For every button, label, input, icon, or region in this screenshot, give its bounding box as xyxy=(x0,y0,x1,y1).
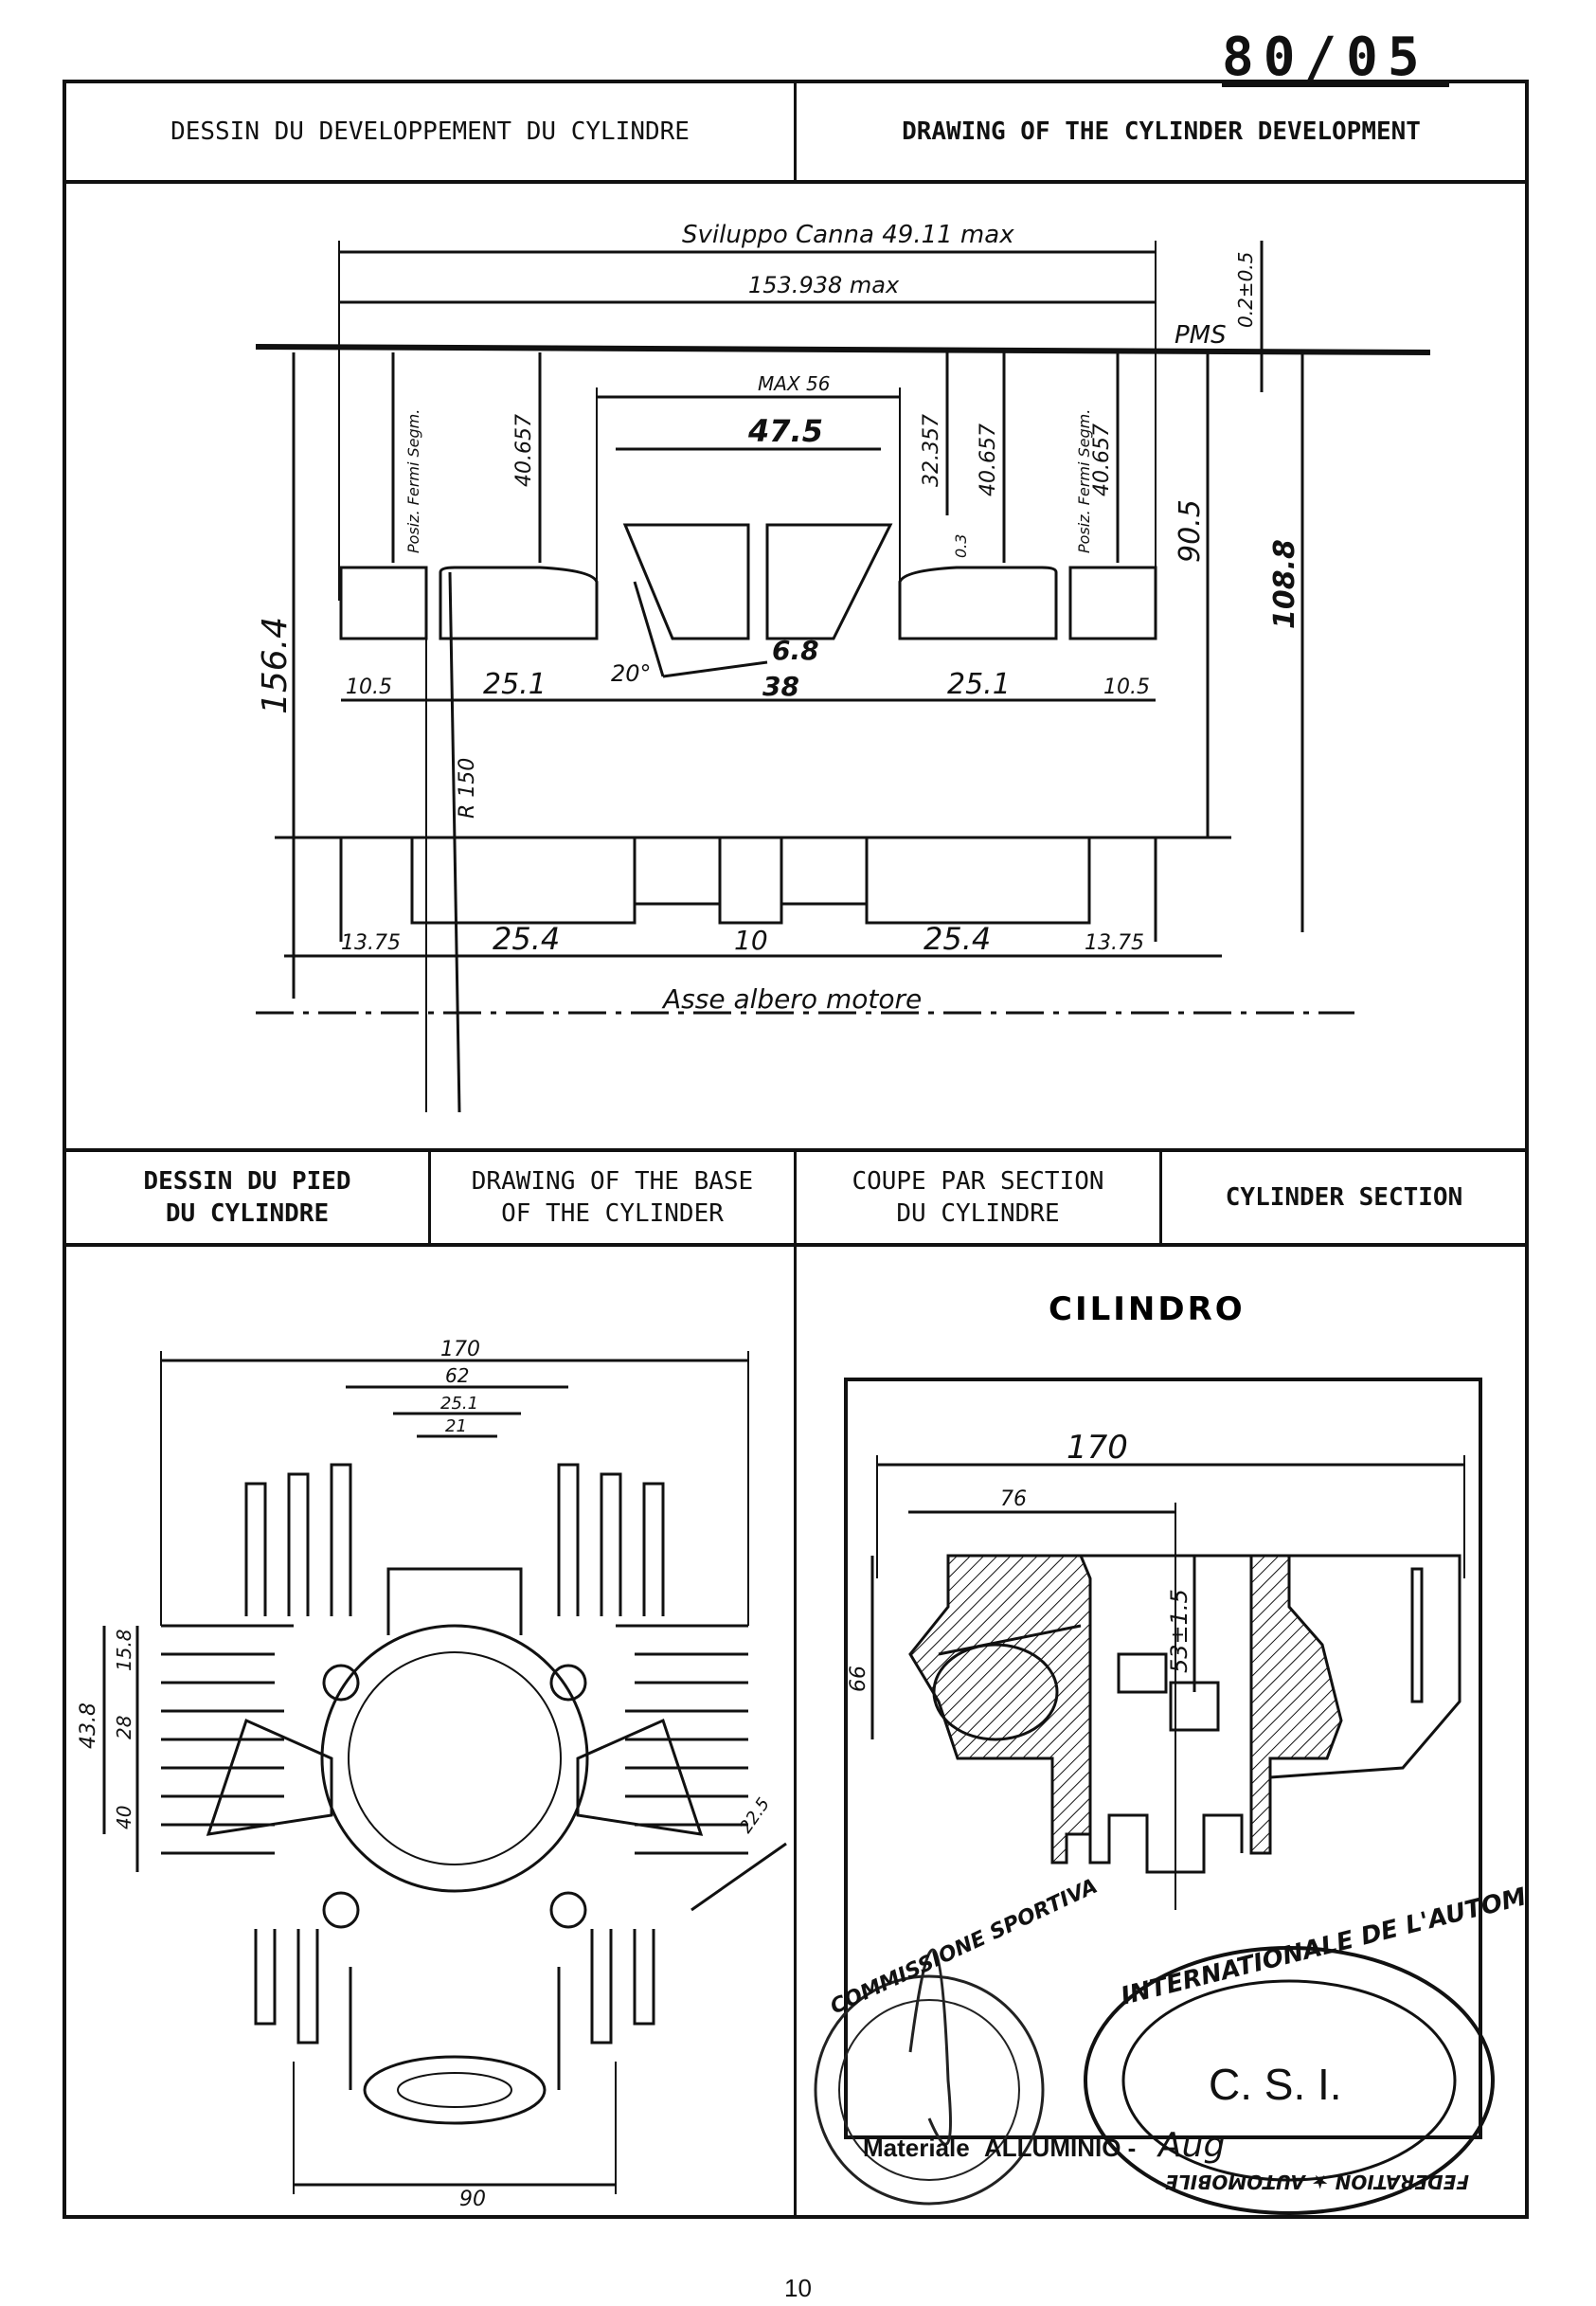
dev-38: 38 xyxy=(762,671,799,702)
base-label-en: DRAWING OF THE BASE OF THE CYLINDER xyxy=(431,1152,794,1243)
page-reference: 80/05 xyxy=(1222,27,1429,88)
commission-stamp xyxy=(814,1948,1045,2206)
dev-h108: 108.8 xyxy=(1268,539,1301,629)
dev-10-5-left: 10.5 xyxy=(346,676,392,699)
csi-stamp-top: INTERNATIONALE DE L'AUTOMOBILE xyxy=(1118,1863,1526,2010)
base-block-left xyxy=(410,836,637,925)
dev-10: 10 xyxy=(734,925,768,956)
dev-max56: MAX 56 xyxy=(758,372,830,395)
left-transfer-block xyxy=(439,566,599,640)
pms-line xyxy=(255,344,1431,355)
dev-v03: 0.3 xyxy=(952,534,970,558)
dev-radius: R 150 xyxy=(456,758,479,819)
section-label-en: CYLINDER SECTION xyxy=(1225,1183,1463,1212)
top-header-label-en: DRAWING OF THE CYLINDER DEVELOPMENT xyxy=(902,117,1421,146)
base-d21: 21 xyxy=(445,1416,467,1436)
dev-posiz-left: Posiz. Fermi Segm. xyxy=(404,409,422,553)
base-d40: 40 xyxy=(113,1806,135,1829)
page-reference-underline xyxy=(1222,83,1449,87)
cylinder-base-drawing: 170 62 25.1 21 15.8 43.8 28 40 22.5 90 xyxy=(77,1338,787,2211)
dev-6-8: 6.8 xyxy=(772,635,819,666)
top-header-label-fr: DESSIN DU DEVELOPPEMENT DU CYLINDRE xyxy=(170,117,690,146)
base-label-fr-line2: DU CYLINDRE xyxy=(165,1199,330,1228)
dev-axis-label: Asse albero motore xyxy=(661,983,922,1015)
dev-pms: PMS xyxy=(1175,321,1227,350)
dev-h90: 90.5 xyxy=(1174,499,1207,563)
base-d62: 62 xyxy=(445,1364,469,1387)
section-label-fr: COUPE PAR SECTION DU CYLINDRE xyxy=(797,1152,1159,1243)
dev-13-75-right: 13.75 xyxy=(1085,931,1144,955)
top-header-bottom-rule xyxy=(63,180,1529,184)
csi-stamp-bottom: FEDERATION ★ AUTOMOBILE xyxy=(1165,2171,1469,2193)
section-label-fr-line1: COUPE PAR SECTION xyxy=(852,1167,1104,1196)
base-d170: 170 xyxy=(440,1338,480,1361)
dev-25-4-right: 25.4 xyxy=(924,921,991,957)
sec-d76: 76 xyxy=(1000,1487,1027,1511)
right-port-block xyxy=(1068,566,1157,640)
dev-width-dim: 153.938 max xyxy=(748,272,900,298)
base-label-en-line2: OF THE CYLINDER xyxy=(501,1199,724,1228)
dev-v40-left: 40.657 xyxy=(512,414,536,487)
dev-25-1-left: 25.1 xyxy=(483,668,547,701)
exhaust-port-left xyxy=(622,523,750,640)
cylinder-section-drawing: CILINDRO 170 76 66 53±1.5 COMMISSIONE SP… xyxy=(814,1290,1526,2215)
sec-d170: 170 xyxy=(1067,1429,1128,1467)
dev-v40-right: 40.657 xyxy=(1090,423,1114,496)
sec-d53: 53±1.5 xyxy=(1166,1589,1193,1673)
left-port-block xyxy=(339,566,428,640)
material-signature: Aug xyxy=(1157,2126,1225,2165)
base-d22: 22.5 xyxy=(736,1794,774,1837)
middle-header-divider-2 xyxy=(794,1148,797,2219)
base-d90: 90 xyxy=(459,2188,486,2211)
section-inner-frame xyxy=(844,1378,1482,2139)
bolt-hole-bl xyxy=(322,1891,360,1929)
page-number: 10 xyxy=(784,2274,812,2302)
base-d25: 25.1 xyxy=(440,1394,478,1414)
base-block-center xyxy=(718,836,783,925)
csi-stamp xyxy=(1084,1946,1495,2215)
dev-h156: 156.4 xyxy=(256,617,295,714)
cylinder-development-drawing: Sviluppo Canna 49.11 max 153.938 max PMS… xyxy=(255,221,1431,1113)
dev-top-dim: Sviluppo Canna 49.11 max xyxy=(682,221,1014,249)
dev-v32: 32.357 xyxy=(920,414,943,487)
base-label-fr: DESSIN DU PIED DU CYLINDRE xyxy=(66,1152,428,1243)
csi-stamp-center: C. S. I. xyxy=(1209,2060,1342,2109)
dev-25-4-left: 25.4 xyxy=(493,921,560,957)
transfer-port-left xyxy=(206,1718,333,1836)
section-right-wall xyxy=(1249,1554,1343,1855)
material-label: Materiale xyxy=(863,2134,970,2162)
exhaust-port xyxy=(363,2055,547,2125)
dev-10-5-right: 10.5 xyxy=(1103,676,1150,699)
dev-posiz-right: Posiz. Fermi Segm. xyxy=(1075,409,1093,553)
right-transfer-block xyxy=(898,566,1058,640)
middle-header-divider-1 xyxy=(428,1148,431,1247)
bolt-hole-tr xyxy=(549,1664,587,1702)
top-header-divider xyxy=(794,80,797,182)
bolt-hole-br xyxy=(549,1891,587,1929)
commission-stamp-text: COMMISSIONE SPORTIVA xyxy=(827,1875,1102,2020)
dev-port-width: 47.5 xyxy=(747,413,823,449)
base-block-right xyxy=(865,836,1091,925)
dev-13-75-left: 13.75 xyxy=(341,931,401,955)
section-label-fr-line2: DU CYLINDRE xyxy=(896,1199,1060,1228)
bore-circle xyxy=(320,1624,589,1893)
exhaust-port-right xyxy=(765,523,893,640)
bolt-hole-tl xyxy=(322,1664,360,1702)
base-d43: 43.8 xyxy=(77,1702,100,1749)
base-label-fr-line1: DESSIN DU PIED xyxy=(143,1167,351,1196)
dev-pms-offset: 0.2±0.5 xyxy=(1234,252,1257,328)
base-d15: 15.8 xyxy=(113,1629,135,1671)
transfer-port-right xyxy=(576,1718,704,1836)
middle-header-divider-3 xyxy=(1159,1148,1162,1247)
material-value: ALLUMINIO - xyxy=(984,2134,1136,2162)
transfer-port-top xyxy=(386,1567,523,1635)
sec-d66: 66 xyxy=(847,1666,870,1692)
dev-angle: 20° xyxy=(611,660,652,687)
base-d28: 28 xyxy=(113,1716,135,1739)
dev-25-1-right: 25.1 xyxy=(947,668,1011,701)
section-title: CILINDRO xyxy=(1049,1290,1246,1328)
dev-v40-mid: 40.657 xyxy=(977,423,1000,496)
base-label-en-line1: DRAWING OF THE BASE xyxy=(471,1167,754,1196)
